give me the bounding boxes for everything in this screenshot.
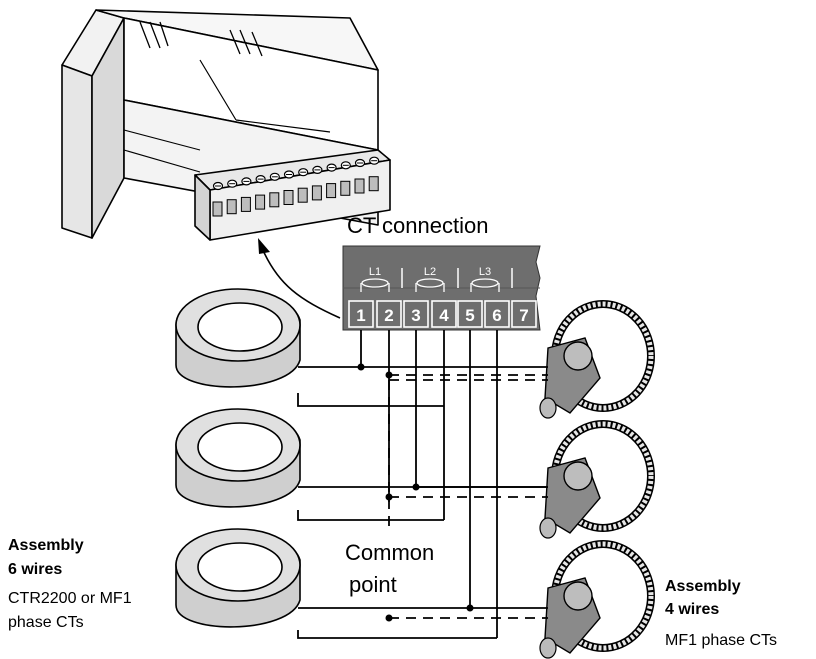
toroid-hole [197, 302, 283, 352]
pointer-arrowhead [258, 238, 270, 254]
terminal-number-3: 3 [411, 306, 420, 325]
terminal-screws [212, 156, 380, 217]
terminal-number-1: 1 [356, 306, 365, 325]
junction-dot [412, 483, 420, 491]
clamp-knob [563, 581, 593, 611]
wiring [297, 330, 548, 639]
phase-label-l3: L3 [479, 266, 491, 278]
common-point-label-line2: point [349, 572, 397, 597]
clamp-knob [563, 341, 593, 371]
terminal-number-6: 6 [492, 306, 501, 325]
terminal-cell [431, 300, 457, 328]
phase-label-l2: L2 [424, 266, 436, 278]
terminal-window [354, 178, 365, 194]
ct-symbol-lead [470, 283, 500, 292]
pointer-arrow [261, 247, 341, 319]
wire-ct3-b [297, 630, 497, 639]
right-note-heading-line2: 4 wires [665, 601, 720, 618]
terminal-number-2: 2 [384, 306, 393, 325]
junction-dots [357, 363, 474, 622]
terminal-window [240, 196, 251, 212]
right-note-text-line1: MF1 phase CTs [665, 632, 778, 649]
junction-dot [385, 493, 393, 501]
terminal-window [255, 194, 266, 210]
terminal-window [297, 187, 308, 203]
clamp-screw [539, 517, 557, 539]
toroid-hole [197, 542, 283, 592]
toroid-ct-2 [175, 408, 301, 508]
junction-dot [385, 371, 393, 379]
terminal-number-5: 5 [465, 306, 474, 325]
junction-dot [466, 604, 474, 612]
ct-symbol-lead [360, 283, 390, 292]
terminal-window [368, 176, 379, 192]
terminal-cell [403, 300, 429, 328]
ct-terminal-block [342, 245, 541, 331]
phase-group-labels: L1 L2 L3 [360, 266, 500, 292]
left-note-heading-line2: 6 wires [8, 561, 63, 578]
diagram-title: CT connection [347, 213, 489, 238]
left-note-text-line2: phase CTs [8, 614, 84, 631]
ct-symbol-lead [415, 283, 445, 292]
toroid-ct-1 [175, 288, 301, 388]
terminal-window [212, 201, 223, 217]
left-toroid-cts [175, 288, 301, 628]
wire-ct2-b [297, 510, 444, 521]
meter-device-illustration [61, 9, 391, 241]
terminal-window [283, 190, 294, 205]
terminal-window [340, 180, 351, 196]
terminal-cell [484, 300, 510, 328]
terminal-number-7: 7 [519, 306, 528, 325]
terminal-window [311, 185, 322, 201]
terminal-cell [376, 300, 402, 328]
clamp-screw [539, 397, 557, 419]
right-note-heading-line1: Assembly [665, 578, 741, 595]
junction-dot [357, 363, 365, 371]
junction-dot [385, 614, 393, 622]
terminal-window [226, 199, 237, 215]
terminal-cell [457, 300, 483, 328]
wire-ct1-b [297, 393, 444, 407]
ct-symbol [416, 278, 444, 288]
terminal-window [269, 192, 280, 208]
phase-label-l1: L1 [369, 266, 381, 278]
ct-symbol [361, 278, 389, 288]
terminal-window [326, 183, 337, 199]
terminal-number-4: 4 [439, 306, 449, 325]
split-core-ct-3 [539, 540, 655, 659]
wire-common [389, 374, 548, 381]
ct-symbol [471, 278, 499, 288]
split-core-ct-1 [539, 300, 655, 419]
common-point-label-line1: Common [345, 540, 435, 565]
left-note-heading-line1: Assembly [8, 537, 84, 554]
left-note-text-line1: CTR2200 or MF1 [8, 590, 132, 607]
terminal-cell [348, 300, 374, 328]
toroid-hole [197, 422, 283, 472]
clamp-knob [563, 461, 593, 491]
terminal-cell [511, 300, 537, 328]
split-core-ct-2 [539, 420, 655, 539]
toroid-ct-3 [175, 528, 301, 628]
right-split-core-cts [539, 300, 655, 659]
clamp-screw [539, 637, 557, 659]
